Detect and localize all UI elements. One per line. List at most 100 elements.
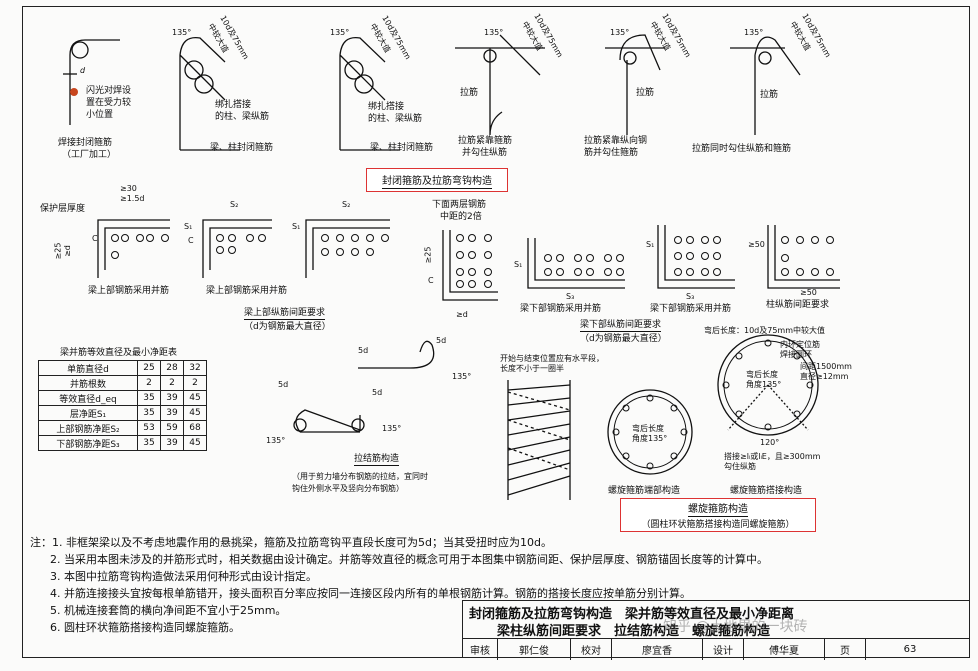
tie-bar-upper	[358, 340, 435, 369]
tie-hook-1	[455, 34, 545, 136]
column-section	[774, 225, 840, 281]
fig4-caption-1: 拉筋紧靠箍筋	[458, 136, 513, 146]
spiral-end-plan	[607, 389, 693, 475]
s1-label-1: S₁	[184, 222, 193, 231]
table-cell: 45	[183, 405, 207, 421]
table-title: 梁并筋等效直径及最小净距表	[60, 348, 178, 358]
spiral-lap-caption: 螺旋箍筋搭接构造	[730, 486, 803, 496]
table-cell: 2	[183, 375, 207, 391]
table-cell: 35	[137, 405, 161, 421]
beam-top-section-1	[104, 227, 170, 270]
table-cell: 39	[160, 405, 184, 421]
spiral-lap-plan	[717, 334, 819, 436]
title-line-1: 封闭箍筋及拉筋弯钩构造 梁并筋等效直径及最小净距离	[469, 607, 795, 622]
weld-dot	[70, 88, 78, 96]
closed-stirrup-hook-1	[179, 36, 226, 150]
cap-col: 柱纵筋间距要求	[766, 300, 830, 310]
table-cell: 39	[160, 435, 184, 451]
check-label: 校对	[571, 639, 612, 660]
req-top-2: （d为钢筋最大直径）	[244, 322, 331, 332]
corner-bar	[71, 41, 89, 59]
signature-row: 审核 郭仁俊 校对 廖宜香 设计 傅华夏 页 63	[463, 638, 970, 660]
req-top-1-text: 梁上部纵筋间距要求	[244, 308, 326, 320]
review-label: 审核	[463, 639, 498, 660]
table-cell: 2	[137, 375, 161, 391]
table-cell: 2	[160, 375, 184, 391]
ged-label-2: ≥d	[456, 310, 468, 319]
beam-bottom-section-3	[664, 225, 735, 281]
note-line: 注：1. 非框架梁以及不考虑地震作用的悬挑梁，箍筋及拉筋弯钩平直段长度可为5d；…	[30, 536, 552, 549]
d-mark-1: d	[80, 66, 86, 75]
s1-label-2: S₁	[292, 222, 301, 231]
tie-bar-lower	[295, 409, 361, 433]
note-line: 5. 机械连接套筒的横向净间距不宜小于25mm。	[50, 604, 287, 617]
ge25-label-2: ≥25	[423, 246, 433, 264]
tie-hook-2	[605, 34, 665, 135]
end-angle-2: 角度135°	[632, 434, 668, 443]
note-line: 6. 圆柱环状箍筋搭接构造同螺旋箍筋。	[50, 621, 240, 634]
deg120: 120°	[760, 438, 780, 447]
designer: 傅华夏	[744, 639, 825, 660]
table-cell: 32	[183, 360, 207, 376]
fig4-caption-2: 并勾住纵筋	[462, 148, 508, 158]
req-top-1: 梁上部纵筋间距要求	[244, 308, 326, 320]
table-cell: 35	[137, 435, 161, 451]
beam-top-section-2	[209, 227, 272, 270]
spiral-hook-len: 弯后长度：10d及75mm中较大值	[704, 326, 826, 335]
ge30-label: ≥30	[120, 184, 137, 193]
row-label: 并筋根数	[38, 375, 138, 391]
req-bot-1: 梁下部纵筋间距要求	[580, 320, 662, 332]
tie-desc-1: （用于剪力墙分布钢筋的拉结，宜同时	[292, 472, 428, 481]
tie-label-3: 拉筋	[760, 90, 779, 100]
page-label: 页	[825, 639, 866, 660]
cap-bot-2: 梁下部钢筋采用并筋	[650, 304, 732, 314]
req-bot-2: （d为钢筋最大直径）	[580, 334, 667, 344]
tie-angle-2: 135°	[266, 436, 286, 445]
tie-angle-1: 135°	[452, 372, 472, 381]
spiral-end-caption: 螺旋箍筋端部构造	[608, 486, 681, 496]
ged-label: ≥d	[62, 245, 72, 257]
s3-label-2: S₃	[686, 292, 695, 301]
ge50-label-2: ≥50	[800, 288, 817, 297]
weld-note-3: 小位置	[86, 110, 114, 120]
beam-bottom-section-2	[534, 238, 625, 281]
note-line: 3. 本图中拉筋弯钩构造做法采用何种形式由设计指定。	[50, 570, 317, 583]
ge50-label-1: ≥50	[748, 240, 765, 249]
inner-ring-4: 直径≥12mm	[800, 372, 849, 381]
row-label: 等效直径d_eq	[38, 390, 138, 406]
inner-ring-2: 焊接圆环	[780, 350, 812, 359]
beam-top-section-3	[312, 227, 390, 270]
ge15d-label: ≥1.5d	[120, 194, 145, 203]
general-notes: 注：1. 非框架梁以及不考虑地震作用的悬挑梁，箍筋及拉筋弯钩平直段长度可为5d；…	[30, 534, 768, 636]
s2-label-1: S₂	[230, 200, 239, 209]
table-cell: 59	[160, 420, 184, 436]
inner-ring-3: 间距1500mm	[800, 362, 852, 371]
lap-req-2: 勾住纵筋	[724, 462, 756, 471]
section-title-hooks: 封闭箍筋及拉筋弯钩构造	[366, 168, 508, 192]
lower-two-2: 中距的2倍	[440, 212, 482, 222]
checker: 廖宜香	[612, 639, 703, 660]
reviewer: 郭仁俊	[498, 639, 571, 660]
tie-title: 拉结筋构造	[354, 454, 400, 466]
row-label: 上部钢筋净距S₂	[38, 420, 138, 436]
title-line-2: 梁柱纵筋间距要求 拉结筋构造 螺旋箍筋构造	[497, 624, 771, 639]
section-title-spiral: 螺旋箍筋构造 （圆柱环状箍筋搭接构造同螺旋箍筋）	[620, 498, 816, 532]
angle-5: 135°	[744, 28, 764, 37]
sheet-border	[22, 6, 970, 658]
table-cell: 35	[137, 390, 161, 406]
beam-bottom-section-1	[449, 230, 498, 293]
tie-hook-3	[730, 36, 801, 135]
s1-label-4: S₁	[646, 240, 655, 249]
tie-label-2: 拉筋	[636, 88, 655, 98]
fig2-note-1: 绑扎搭接	[215, 100, 252, 110]
design-label: 设计	[703, 639, 744, 660]
cap-top-1: 梁上部钢筋采用并筋	[88, 286, 170, 296]
row-label: 下部钢筋净距S₃	[38, 435, 138, 451]
angle-4: 135°	[610, 28, 630, 37]
